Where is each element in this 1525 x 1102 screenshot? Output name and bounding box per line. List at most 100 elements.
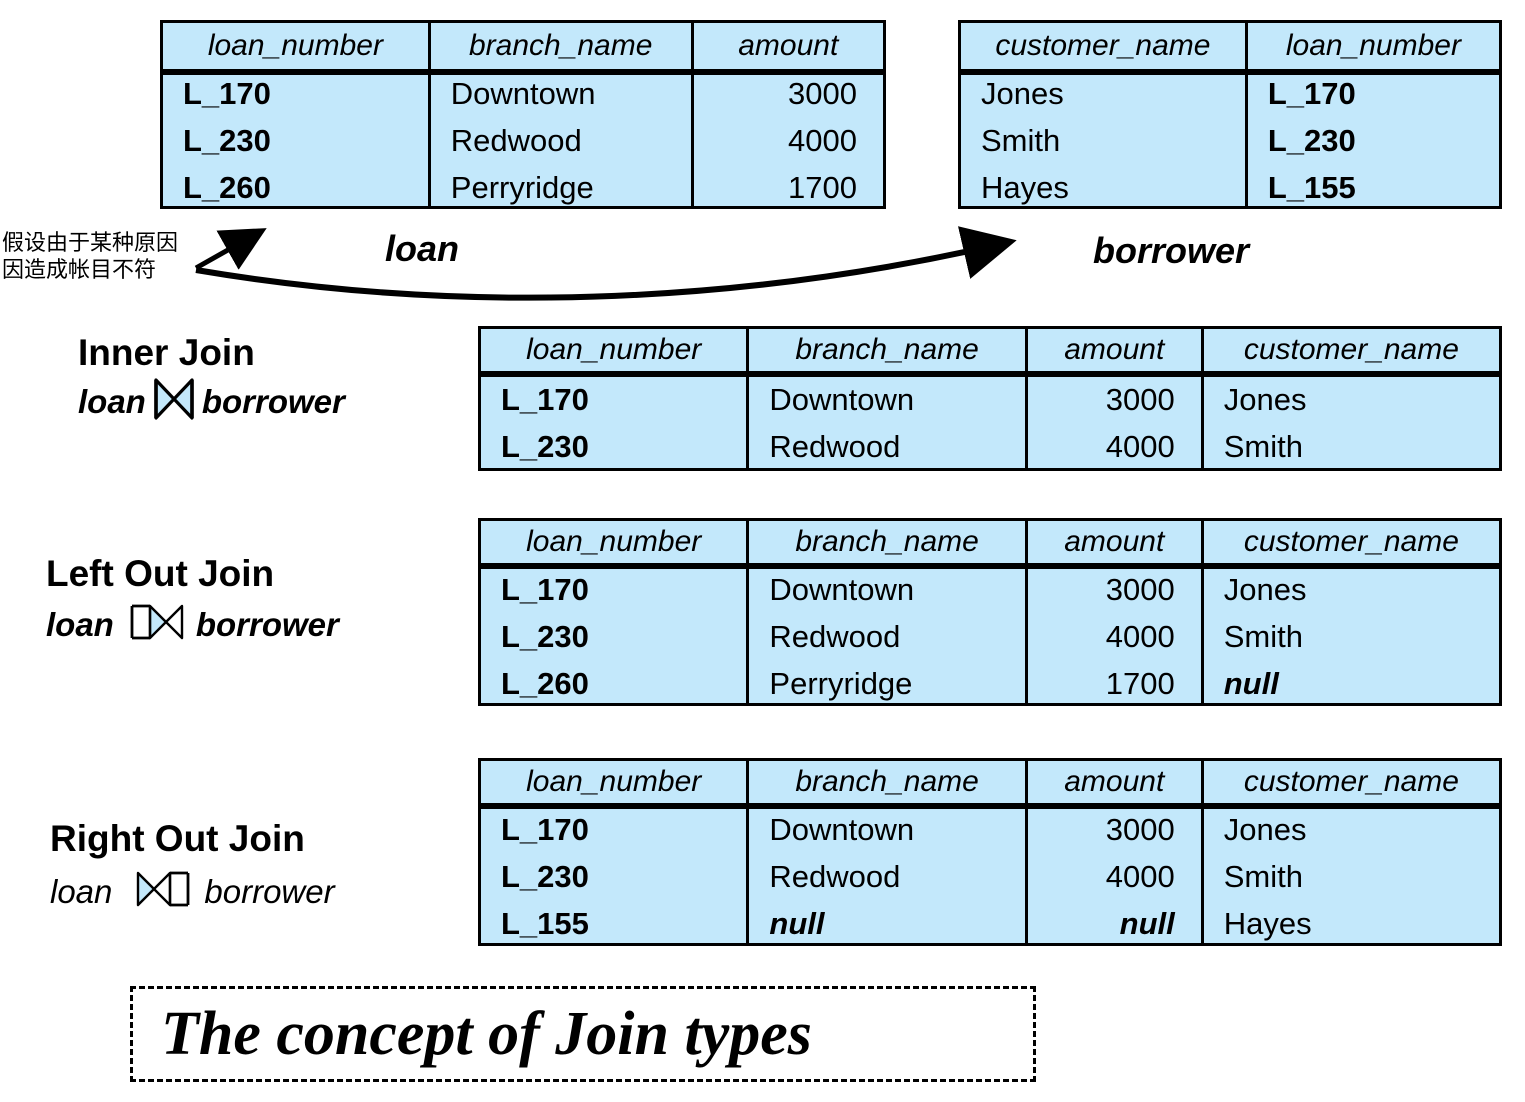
table-cell: Downtown xyxy=(769,381,915,417)
loan-table: loan_number branch_name amount L_170 L_2… xyxy=(160,20,886,209)
loan-column-branch-name: Downtown Redwood Perryridge xyxy=(431,75,694,206)
inner-join-result-header: loan_number branch_name amount customer_… xyxy=(478,326,1502,374)
inner-join-expression: loan borrower xyxy=(78,376,345,427)
table-cell: L_230 xyxy=(501,618,589,654)
table-cell: L_260 xyxy=(183,170,271,205)
page-title: The concept of Join types xyxy=(161,999,812,1068)
result-column-customer-name: Jones Smith Hayes xyxy=(1204,809,1499,943)
inner-join-right-operand: borrower xyxy=(201,382,345,420)
loan-table-caption: loan xyxy=(385,228,460,269)
loan-table-header: loan_number branch_name amount xyxy=(160,20,886,72)
left-out-join-result-body: L_170 L_230 L_260 Downtown Redwood Perry… xyxy=(478,566,1502,706)
result-column-loan-number: L_170 L_230 L_260 xyxy=(481,569,750,703)
inner-join-title: Inner Join xyxy=(78,332,255,373)
table-cell: Redwood xyxy=(769,428,901,464)
table-cell: Downtown xyxy=(769,811,915,847)
right-outer-bowtie-icon xyxy=(134,864,192,919)
table-cell: 4000 xyxy=(1105,618,1175,654)
table-cell: Jones xyxy=(1223,381,1307,417)
table-cell: Redwood xyxy=(769,618,901,654)
table-cell: L_230 xyxy=(183,123,271,158)
table-cell: Smith xyxy=(1223,618,1303,654)
table-cell: 1700 xyxy=(1105,665,1175,701)
table-cell: L_170 xyxy=(183,76,271,111)
result-col-customer-name: customer_name xyxy=(1243,765,1459,798)
right-out-join-right-operand: borrower xyxy=(204,872,335,910)
table-cell: L_260 xyxy=(501,665,589,701)
borrower-table-caption: borrower xyxy=(1093,230,1250,271)
result-column-loan-number: L_170 L_230 xyxy=(481,377,750,468)
table-cell: L_230 xyxy=(501,428,589,464)
right-out-join-title: Right Out Join xyxy=(50,818,305,859)
table-cell: L_170 xyxy=(501,571,589,607)
table-cell: L_170 xyxy=(501,381,589,417)
inner-join-result-body: L_170 L_230 Downtown Redwood 3000 4000 J… xyxy=(478,374,1502,471)
result-col-amount: amount xyxy=(1028,521,1204,563)
table-cell: Perryridge xyxy=(769,665,913,701)
result-column-customer-name: Jones Smith xyxy=(1204,377,1499,468)
table-cell: 3000 xyxy=(1105,571,1175,607)
table-cell: 3000 xyxy=(1105,381,1175,417)
loan-col-branch-name: branch_name xyxy=(431,23,694,69)
borrower-column-customer-name: Jones Smith Hayes xyxy=(961,75,1248,206)
table-cell: Hayes xyxy=(981,170,1069,205)
table-cell: 1700 xyxy=(788,170,857,205)
table-cell: L_170 xyxy=(501,811,589,847)
table-cell: 3000 xyxy=(788,76,857,111)
table-cell: Jones xyxy=(981,76,1064,111)
loan-table-body: L_170 L_230 L_260 Downtown Redwood Perry… xyxy=(160,72,886,209)
table-cell-null: null xyxy=(1223,665,1279,701)
table-cell: Downtown xyxy=(450,76,596,111)
table-cell: Perryridge xyxy=(450,170,594,205)
table-cell: Redwood xyxy=(769,858,901,894)
inner-join-label: Inner Join loan borrower xyxy=(78,332,345,427)
result-col-amount: amount xyxy=(1028,329,1204,371)
loan-column-loan-number: L_170 L_230 L_260 xyxy=(163,75,431,206)
left-out-join-left-operand: loan xyxy=(46,605,114,643)
result-column-loan-number: L_170 L_230 L_155 xyxy=(481,809,750,943)
table-cell-null: null xyxy=(1119,905,1175,941)
left-out-join-right-operand: borrower xyxy=(195,605,339,643)
inner-join-result-table: loan_number branch_name amount customer_… xyxy=(478,326,1502,471)
arrow-to-borrower-row xyxy=(195,226,1017,301)
loan-column-amount: 3000 4000 1700 xyxy=(694,75,883,206)
bowtie-icon xyxy=(150,376,198,427)
result-column-branch-name: Downtown Redwood null xyxy=(749,809,1028,943)
borrower-table-body: Jones Smith Hayes L_170 L_230 L_155 xyxy=(958,72,1502,209)
result-column-customer-name: Jones Smith null xyxy=(1204,569,1499,703)
arrow-to-loan-row xyxy=(194,228,267,271)
table-cell: L_155 xyxy=(501,905,589,941)
result-col-customer-name: customer_name xyxy=(1243,525,1459,558)
borrower-col-loan-number: loan_number xyxy=(1285,29,1461,62)
chinese-annotation: 假设由于某种原因 因造成帐目不符 xyxy=(2,230,178,284)
left-out-join-result-header: loan_number branch_name amount customer_… xyxy=(478,518,1502,566)
right-out-join-label: Right Out Join loan borrower xyxy=(50,818,335,919)
left-out-join-label: Left Out Join loan borrower xyxy=(46,553,339,652)
result-column-amount: 3000 4000 xyxy=(1028,377,1204,468)
result-column-amount: 3000 4000 null xyxy=(1028,809,1204,943)
left-outer-bowtie-icon xyxy=(128,597,186,652)
left-out-join-result-table: loan_number branch_name amount customer_… xyxy=(478,518,1502,706)
result-column-branch-name: Downtown Redwood Perryridge xyxy=(749,569,1028,703)
right-out-join-result-header: loan_number branch_name amount customer_… xyxy=(478,758,1502,806)
result-col-amount: amount xyxy=(1028,761,1204,803)
table-cell: Jones xyxy=(1223,811,1307,847)
result-col-customer-name: customer_name xyxy=(1243,333,1459,366)
table-cell: Redwood xyxy=(450,123,582,158)
result-col-loan-number: loan_number xyxy=(481,329,750,371)
result-col-branch-name: branch_name xyxy=(749,329,1028,371)
right-out-join-result-table: loan_number branch_name amount customer_… xyxy=(478,758,1502,946)
table-cell: Smith xyxy=(1223,858,1303,894)
table-cell-null: null xyxy=(769,905,825,941)
table-cell: Jones xyxy=(1223,571,1307,607)
footer-title-box: The concept of Join types xyxy=(130,986,1036,1082)
table-cell: L_230 xyxy=(501,858,589,894)
left-out-join-title: Left Out Join xyxy=(46,553,275,594)
inner-join-left-operand: loan xyxy=(78,382,146,420)
table-cell: 4000 xyxy=(788,123,857,158)
table-cell: Smith xyxy=(1223,428,1303,464)
borrower-col-customer-name: customer_name xyxy=(961,23,1248,69)
result-col-loan-number: loan_number xyxy=(481,521,750,563)
result-col-branch-name: branch_name xyxy=(749,761,1028,803)
